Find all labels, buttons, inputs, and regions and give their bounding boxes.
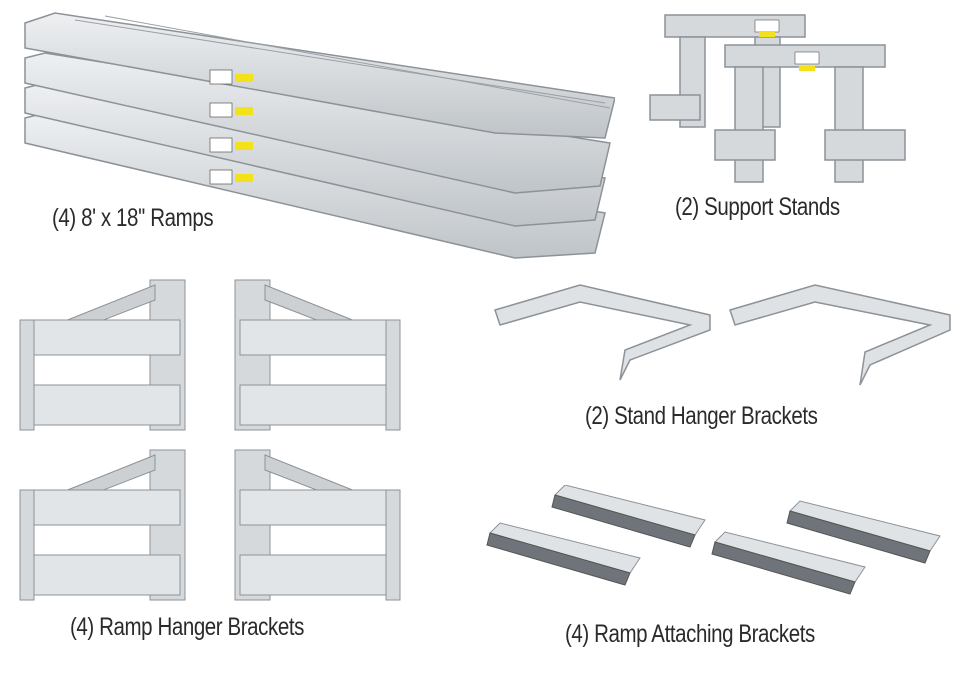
ramp-hanger-brackets-label: (4) Ramp Hanger Brackets [70,613,304,641]
stand-hanger-brackets-label: (2) Stand Hanger Brackets [585,402,818,430]
support-stands-label: (2) Support Stands [675,193,840,221]
stand-hanger-brackets-image [494,284,951,386]
ramps-image [24,12,615,259]
ramp-attaching-brackets-label: (4) Ramp Attaching Brackets [565,620,815,648]
ramp-hanger-brackets-image [19,279,401,601]
ramp-attaching-brackets-image [486,485,941,595]
ramps-label: (4) 8' x 18'' Ramps [52,204,214,232]
support-stands-image [649,14,906,183]
